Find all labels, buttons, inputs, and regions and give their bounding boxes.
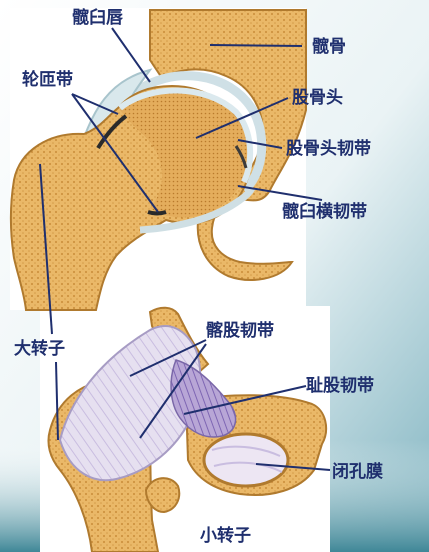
- head-cartilage: [118, 87, 254, 184]
- acetabular-cartilage: [133, 71, 267, 194]
- label-iliofemoral-ligament: 髂股韧带: [206, 321, 274, 341]
- pubofemoral-ligament-shape: [170, 359, 237, 438]
- leader-acetabular-labrum: [111, 27, 151, 83]
- lesser-trochanter-shape: [144, 477, 181, 514]
- leader-pubofemoral: [183, 385, 307, 415]
- leader-obturator-membrane: [255, 463, 331, 471]
- leader-ligament-of-head: [237, 139, 283, 149]
- femoral-head-dense: [120, 90, 249, 218]
- label-zona-orbicularis: 轮匝带: [22, 70, 73, 90]
- label-lesser-trochanter: 小转子: [200, 526, 251, 546]
- zona-band-upper: [96, 114, 128, 150]
- label-transverse-acetabular-ligament: 髋臼横韧带: [282, 202, 367, 222]
- leader-zona-lower: [71, 93, 159, 213]
- label-femoral-head: 股骨头: [292, 88, 343, 108]
- joint-capsule-lower: [139, 186, 256, 234]
- leader-iliofemoral-lower: [139, 343, 207, 439]
- label-hip-bone: 髋骨: [312, 37, 346, 57]
- ligament-of-head-shape: [234, 145, 248, 169]
- hip-ligaments-diagram: [47, 306, 328, 552]
- label-ligament-of-head: 股骨头韧带: [286, 139, 371, 159]
- leader-greater-trochanter-lower: [55, 361, 59, 441]
- label-obturator-membrane: 闭孔膜: [332, 462, 383, 482]
- obturator-foramen: [202, 432, 290, 488]
- leader-iliofemoral-upper: [129, 339, 207, 377]
- leader-femoral-head: [195, 97, 289, 139]
- leader-zona-upper: [71, 93, 119, 115]
- leader-greater-trochanter-upper: [39, 163, 53, 335]
- label-greater-trochanter: 大转子: [14, 339, 65, 359]
- obturator-membrane-fiber: [211, 445, 281, 457]
- leader-hip-bone: [209, 44, 303, 47]
- label-acetabular-labrum: 髋臼唇: [72, 8, 123, 28]
- label-pubofemoral-ligament: 耻股韧带: [306, 376, 374, 396]
- zona-band-lower: [147, 210, 167, 216]
- obturator-membrane-fiber: [213, 461, 283, 473]
- hip-section-diagram: [10, 9, 307, 311]
- leader-transverse-ligament: [237, 185, 323, 201]
- leader-lines: [39, 27, 331, 471]
